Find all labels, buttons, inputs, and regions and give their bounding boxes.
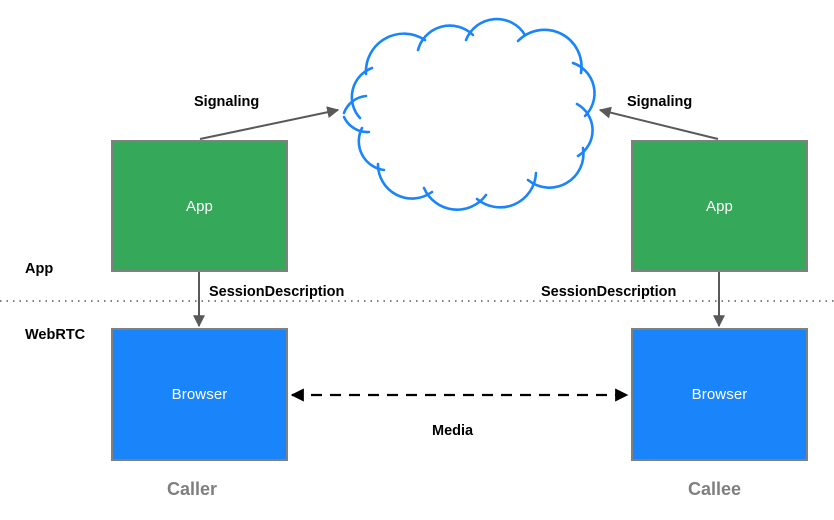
role-label-caller: Caller (167, 479, 218, 499)
layer-label-app: App (25, 261, 54, 277)
node-callee-browser[interactable]: Browser (631, 328, 808, 461)
caller-sessiondescription-label: SessionDescription (209, 284, 345, 300)
node-callee-app[interactable]: App (631, 140, 808, 272)
node-caller-browser-label: Browser (171, 386, 228, 403)
layer-label-webrtc: WebRTC (25, 327, 86, 343)
caller-signaling-label: Signaling (194, 94, 260, 110)
signaling-cloud-icon (334, 15, 596, 211)
callee-sessiondescription-label: SessionDescription (541, 284, 677, 300)
role-label-callee: Callee (688, 479, 742, 499)
node-caller-app[interactable]: App (111, 140, 288, 272)
caller-signaling-arrow (199, 106, 340, 140)
callee-signaling-label: Signaling (627, 94, 693, 110)
node-caller-app-label: App (186, 197, 213, 215)
callee-signaling-arrow (598, 106, 719, 140)
node-callee-app-label: App (706, 197, 733, 215)
node-callee-browser-label: Browser (691, 386, 748, 403)
media-stream-label: Media (432, 423, 474, 439)
node-caller-browser[interactable]: Browser (111, 328, 288, 461)
